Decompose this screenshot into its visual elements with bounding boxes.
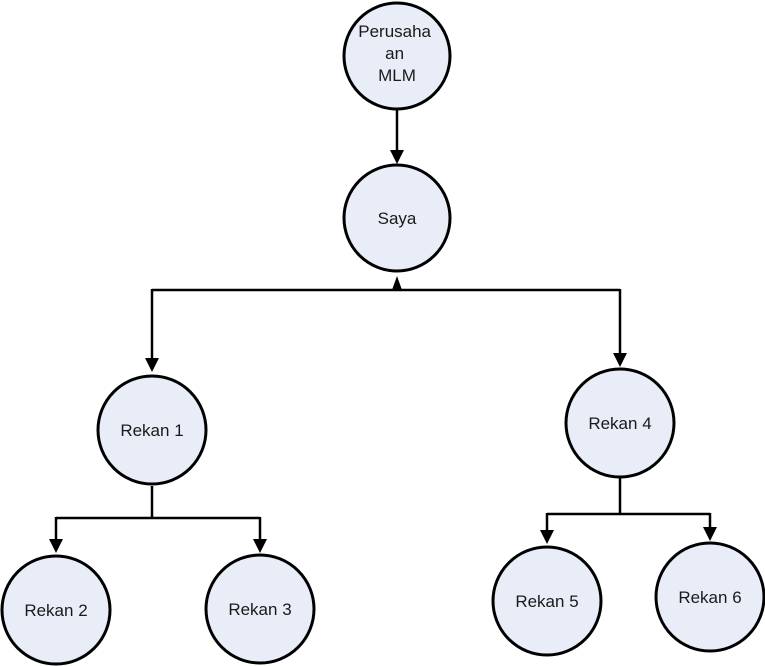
node-me-label: Saya — [378, 209, 417, 228]
node-partner1-label: Rekan 1 — [120, 421, 183, 440]
arrowhead-partner4 — [613, 353, 627, 367]
node-partner2-label: Rekan 2 — [24, 601, 87, 620]
node-partner1: Rekan 1 — [96, 374, 208, 486]
arrowhead-partner5 — [540, 530, 554, 544]
node-company-label-line2: an — [385, 44, 404, 63]
edges — [49, 110, 717, 553]
node-partner5-label: Rekan 5 — [515, 592, 578, 611]
arrowhead-partner6 — [703, 527, 717, 541]
node-partner6-label: Rekan 6 — [678, 588, 741, 607]
edge-me-branch — [152, 282, 620, 292]
node-partner4: Rekan 4 — [564, 367, 676, 479]
node-company: Perusaha an MLM — [342, 1, 452, 111]
node-partner5: Rekan 5 — [491, 545, 603, 657]
node-company-label-line3: MLM — [378, 66, 416, 85]
node-partner6: Rekan 6 — [654, 541, 765, 653]
node-me: Saya — [342, 163, 452, 273]
node-partner3-label: Rekan 3 — [228, 600, 291, 619]
node-company-label-line1: Perusaha — [358, 22, 431, 41]
arrowhead-partner3 — [253, 539, 267, 553]
arrowhead-partner1 — [145, 358, 159, 372]
svg-text:Perusaha an MLM: Perusaha an MLM — [358, 22, 436, 85]
arrowhead-me-top — [390, 150, 404, 164]
node-partner4-label: Rekan 4 — [588, 414, 651, 433]
node-partner2: Rekan 2 — [0, 554, 112, 666]
node-partner3: Rekan 3 — [204, 553, 316, 665]
edge-partner4-branch — [547, 478, 710, 516]
edge-partner1-branch — [56, 486, 260, 520]
arrowhead-partner2 — [49, 539, 63, 553]
